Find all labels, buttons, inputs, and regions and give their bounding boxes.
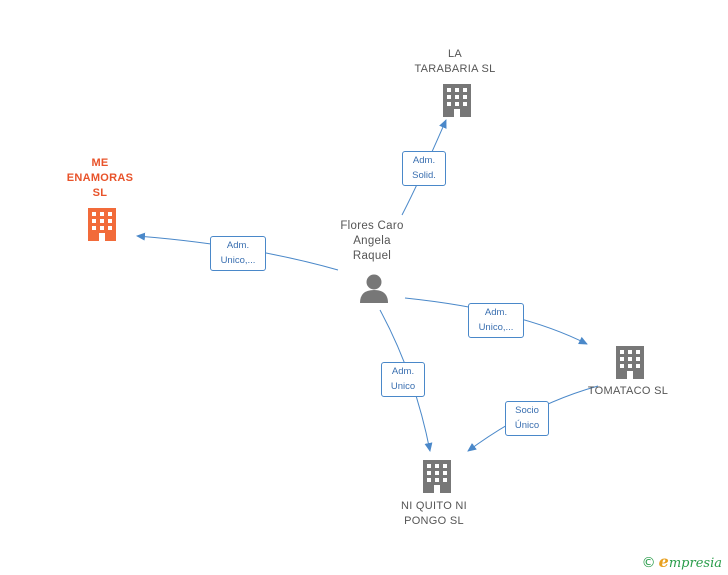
- node-label-ni-quito: NI QUITO NI PONGO SL: [400, 500, 468, 527]
- brand-logo-text: mpresia: [668, 556, 722, 571]
- edge-label-to-enamoras[interactable]: Adm. Unico,...: [210, 236, 266, 271]
- brand-logo-initial: e: [658, 552, 669, 571]
- edge-label-to-tomataco[interactable]: Adm. Unico,...: [468, 303, 524, 338]
- building-icon: [88, 208, 116, 241]
- edge-label-to-tarabaria[interactable]: Adm. Solid.: [402, 151, 446, 186]
- building-icon: [443, 84, 471, 117]
- node-label-person: Flores Caro Angela Raquel: [340, 220, 404, 262]
- building-icon: [616, 346, 644, 379]
- node-label-me-enamoras: ME ENAMORAS SL: [66, 157, 134, 199]
- edge-label-to-ni-quito[interactable]: Adm. Unico: [381, 362, 425, 397]
- copyright-icon: ©: [641, 555, 656, 571]
- person-icon: [360, 274, 388, 303]
- brand-watermark: ©empresia: [642, 552, 722, 571]
- node-label-la-tarabaria: LA TARABARIA SL: [414, 48, 496, 75]
- node-label-tomataco: TOMATACO SL: [587, 385, 669, 397]
- building-icon: [423, 460, 451, 493]
- edge-label-tomataco-to-ni-quito[interactable]: Socio Único: [505, 401, 549, 436]
